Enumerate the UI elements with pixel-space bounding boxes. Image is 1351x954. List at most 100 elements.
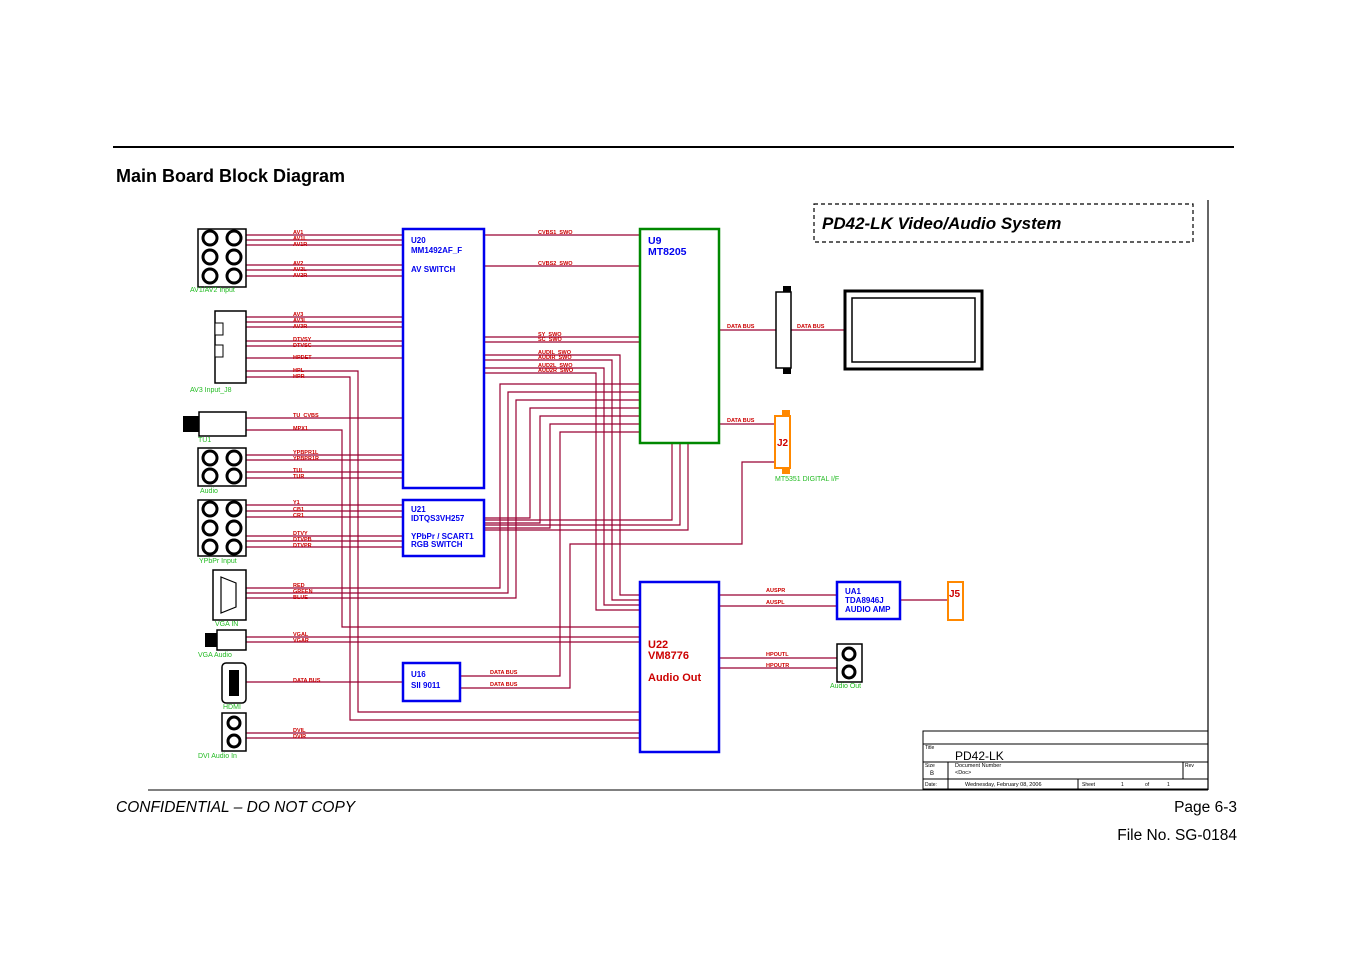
svg-text:AUSPR: AUSPR [766,588,785,594]
svg-text:of: of [1145,782,1150,788]
svg-text:CB1: CB1 [293,507,304,513]
svg-text:RGB SWITCH: RGB SWITCH [411,540,463,549]
svg-text:DVIL: DVIL [293,728,306,734]
connector-vga-audio [205,629,247,651]
svg-text:VGAR: VGAR [293,638,309,644]
svg-text:AV1R: AV1R [293,242,307,248]
connector-j2: J2 [774,410,791,474]
svg-text:B: B [930,771,934,777]
svg-text:UA1: UA1 [845,587,862,596]
label-av3: AV3 Input_J8 [190,387,232,394]
svg-text:U21: U21 [411,505,426,514]
connector-vga [212,569,247,621]
svg-text:Sheet: Sheet [1082,782,1096,788]
svg-text:AUD2R_SWO: AUD2R_SWO [538,368,574,374]
connector-av3 [214,310,247,384]
connector-hdmi [221,662,247,704]
label-vga-audio: VGA Audio [198,652,232,659]
svg-text:DVIR: DVIR [293,734,306,740]
svg-text:YPBPR1L: YPBPR1L [293,450,319,456]
chip-u16: U16 SII 9011 [401,661,462,703]
svg-text:J2: J2 [777,438,789,449]
svg-text:TUL: TUL [293,468,304,474]
svg-text:U16: U16 [411,670,426,679]
svg-text:PD42-LK: PD42-LK [955,749,1004,763]
display-panel-icon [843,289,984,371]
title-block-text: Title PD42-LK Size B Document Number <Do… [925,745,1194,788]
svg-text:HPOUTR: HPOUTR [766,663,789,669]
page-number: Page 6-3 [1174,799,1237,816]
svg-text:U20: U20 [411,236,426,245]
svg-text:Audio Out: Audio Out [648,672,701,684]
svg-text:AV2: AV2 [293,261,303,267]
connector-audio-out [836,643,863,683]
confidential-notice: CONFIDENTIAL – DO NOT COPY [116,799,356,816]
connector-av12 [197,228,247,288]
label-audio-out: Audio Out [830,683,861,690]
wires [245,234,948,739]
svg-text:AUDIL_SWO: AUDIL_SWO [538,350,572,356]
connector-j5: J5 [947,581,964,621]
svg-text:AUD2L_SWO: AUD2L_SWO [538,363,573,369]
chip-u22: U22 VM8776 Audio Out [638,580,721,754]
svg-text:DATA BUS: DATA BUS [293,678,321,684]
diagram-title: PD42-LK Video/Audio System [822,214,1061,233]
svg-text:IDTQS3VH257: IDTQS3VH257 [411,514,465,523]
label-av12: AV1/AV2 Input [190,287,235,294]
svg-text:VGAL: VGAL [293,632,309,638]
svg-text:AV2L: AV2L [293,267,307,273]
svg-text:DATA BUS: DATA BUS [727,324,755,330]
svg-text:HPL: HPL [293,368,305,374]
svg-text:DATA BUS: DATA BUS [490,670,518,676]
svg-text:MM1492AF_F: MM1492AF_F [411,246,462,255]
svg-text:MPX1: MPX1 [293,426,308,432]
svg-text:DTVSY: DTVSY [293,337,312,343]
svg-text:Rev: Rev [1185,763,1194,769]
svg-text:HPR: HPR [293,374,305,380]
connector-dvi-audio [221,712,247,752]
svg-text:DTVSC: DTVSC [293,343,312,349]
svg-text:TDA8946J: TDA8946J [845,596,884,605]
label-audio: Audio [200,488,218,495]
svg-text:SC_SWO: SC_SWO [538,337,563,343]
header-rule [113,146,1234,148]
svg-text:Document Number: Document Number [955,763,1001,769]
svg-text:SII 9011: SII 9011 [411,681,441,690]
svg-text:U22: U22 [648,639,668,651]
svg-text:CVBS2_SWO: CVBS2_SWO [538,261,573,267]
connector-ypbpr [197,499,247,557]
label-vga: VGA IN [215,621,238,628]
svg-text:DATA BUS: DATA BUS [727,418,755,424]
svg-text:AV SWITCH: AV SWITCH [411,265,456,274]
svg-text:AV1L: AV1L [293,236,307,242]
connector-audio [197,447,247,487]
svg-text:DTVY: DTVY [293,531,308,537]
svg-text:DATA BUS: DATA BUS [797,324,825,330]
schematic-title-block [922,730,1209,790]
svg-text:Y1: Y1 [293,500,300,506]
label-j2: MT5351 DIGITAL I/F [775,476,839,483]
svg-text:CR1: CR1 [293,513,304,519]
svg-text:Size: Size [925,763,935,769]
chip-ua1: UA1 TDA8946J AUDIO AMP [835,580,902,621]
svg-text:Wednesday, February 08, 2006: Wednesday, February 08, 2006 [965,782,1042,788]
panel-connector [775,286,792,374]
chip-u9: U9 MT8205 [638,227,721,445]
svg-text:HPOUTL: HPOUTL [766,652,789,658]
page-heading: Main Board Block Diagram [116,166,346,186]
svg-text:AV3: AV3 [293,312,303,318]
svg-text:Title: Title [925,745,934,751]
svg-text:<Doc>: <Doc> [955,770,971,776]
svg-text:YPbPr / SCART1: YPbPr / SCART1 [411,532,474,541]
svg-text:U9: U9 [648,235,662,247]
label-dvi-audio: DVI Audio In [198,753,237,760]
svg-text:1: 1 [1121,782,1124,788]
svg-text:AV3L: AV3L [293,318,307,324]
svg-text:GREEN: GREEN [293,589,313,595]
svg-text:AV3R: AV3R [293,324,307,330]
svg-text:TUR: TUR [293,474,304,480]
label-ypbpr: YPbPr Input [199,558,237,565]
chip-u21: U21 IDTQS3VH257 YPbPr / SCART1 RGB SWITC… [401,498,486,558]
svg-text:AUSPL: AUSPL [766,600,785,606]
